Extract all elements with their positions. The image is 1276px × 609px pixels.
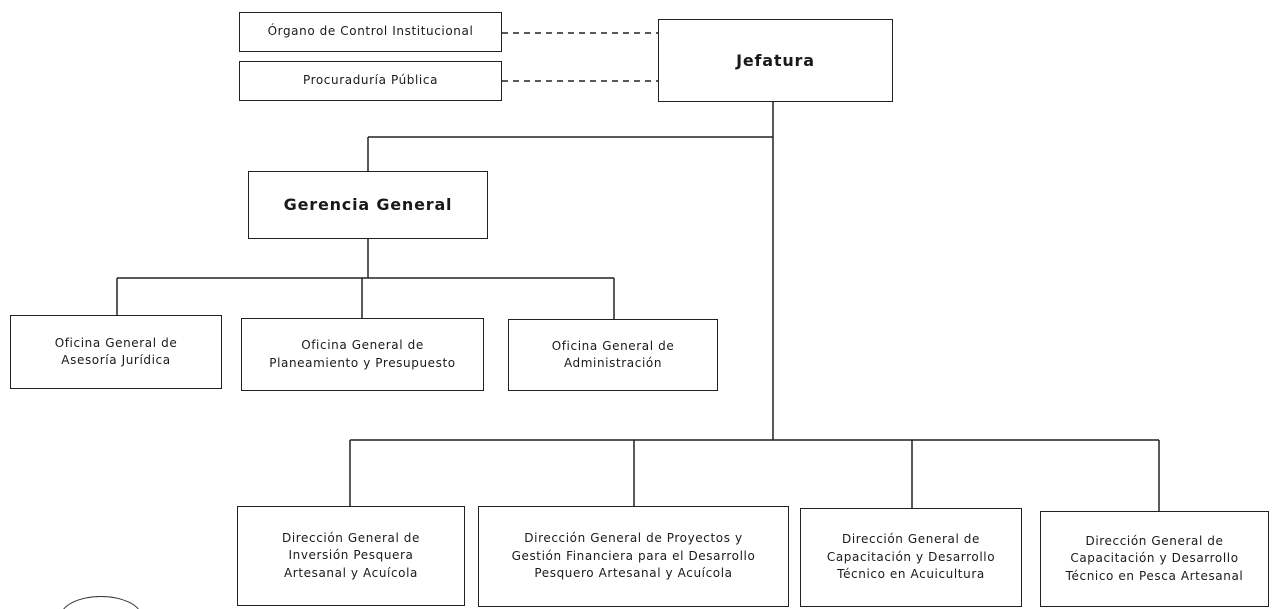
organo-control-label: Órgano de Control Institucional [267,24,474,39]
oficina-label-3: Oficina General de Administración [551,338,675,370]
direccion-box-1: Dirección General de Inversión Pesquera … [237,506,465,606]
oficina-label-1: Oficina General de Asesoría Jurídica [54,335,178,367]
gerencia-general-box: Gerencia General [248,171,488,239]
oficina-box-3: Oficina General de Administración [508,319,718,391]
procuraduria-label: Procuraduría Pública [302,73,439,88]
jefatura-label: Jefatura [736,50,815,70]
direccion-label-2: Dirección General de Proyectos y Gestión… [511,531,756,581]
direccion-label-3: Dirección General de Capacitación y Desa… [826,532,996,582]
direccion-label-1: Dirección General de Inversión Pesquera … [281,530,421,580]
procuraduria-box: Procuraduría Pública [239,61,502,101]
gerencia-general-label: Gerencia General [283,195,453,215]
direccion-label-4: Dirección General de Capacitación y Desa… [1065,533,1244,583]
jefatura-box: Jefatura [658,19,893,102]
organo-control-box: Órgano de Control Institucional [239,12,502,52]
direccion-box-2: Dirección General de Proyectos y Gestión… [478,506,789,607]
oficina-label-2: Oficina General de Planeamiento y Presup… [269,338,456,370]
direccion-box-3: Dirección General de Capacitación y Desa… [800,508,1022,607]
oficina-box-2: Oficina General de Planeamiento y Presup… [241,318,484,391]
direccion-box-4: Dirección General de Capacitación y Desa… [1040,511,1269,607]
oficina-box-1: Oficina General de Asesoría Jurídica [10,315,222,389]
